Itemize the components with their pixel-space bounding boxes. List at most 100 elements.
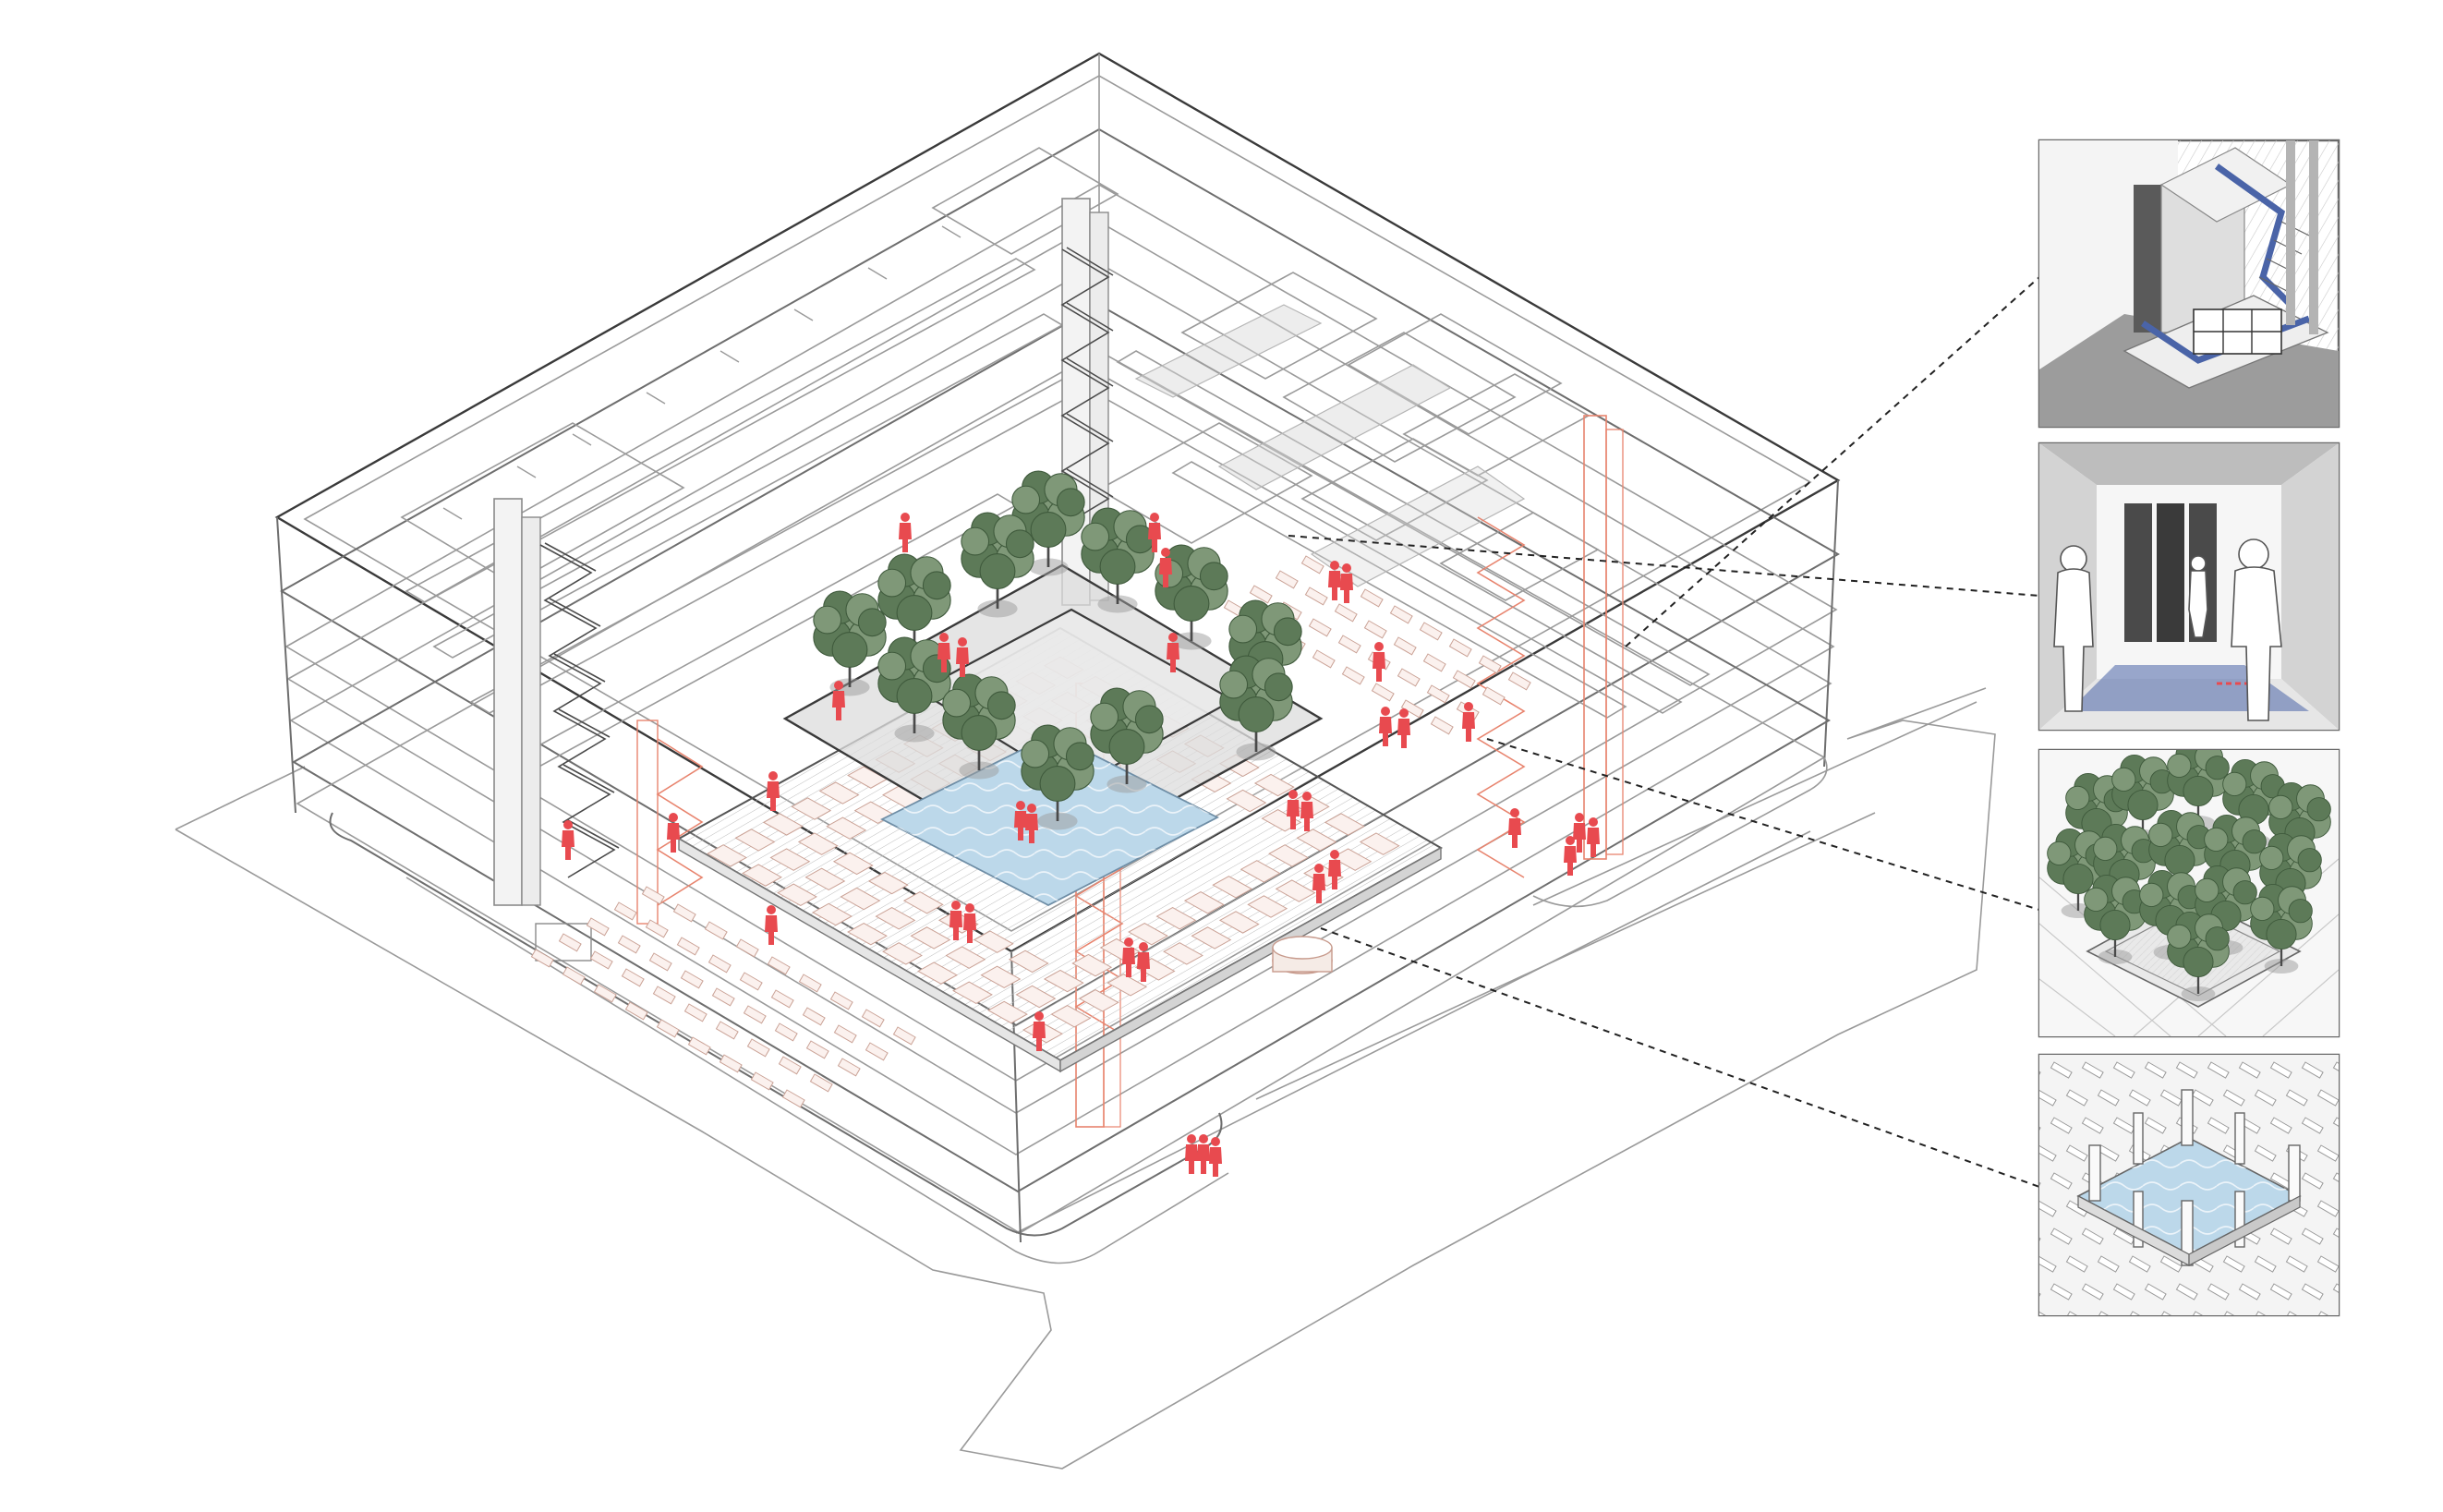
dining-table [708, 954, 732, 974]
dining-table [715, 1021, 739, 1040]
dining-table [1389, 605, 1413, 624]
dining-table [1249, 585, 1273, 604]
corridor-detail-panel [2038, 442, 2340, 732]
dining-table [1296, 829, 1337, 852]
dining-table [1212, 876, 1253, 899]
dining-table [1371, 683, 1395, 702]
dining-table [589, 950, 613, 970]
dining-table [804, 867, 846, 891]
person-silhouette-icon [1197, 1134, 1210, 1174]
dining-table [797, 832, 839, 855]
bench [2175, 1061, 2198, 1079]
person-silhouette-icon [1328, 561, 1341, 600]
bench [2144, 1283, 2167, 1300]
bench [2222, 1255, 2245, 1273]
person-silhouette-icon [1312, 864, 1325, 903]
dining-table [833, 1024, 857, 1044]
person-silhouette-icon [1508, 808, 1521, 848]
bench [2065, 1311, 2088, 1315]
bench [2039, 1061, 2041, 1079]
bench [2144, 1117, 2167, 1134]
person-silhouette-icon [1587, 817, 1600, 857]
dining-table [1304, 587, 1328, 606]
bench [2254, 1089, 2277, 1107]
dining-table [837, 1058, 861, 1077]
bench [2191, 1311, 2214, 1315]
dining-table [829, 991, 853, 1010]
bench [2222, 1311, 2245, 1315]
dining-table [902, 891, 944, 914]
dining-table [735, 938, 759, 958]
dining-table [1008, 950, 1049, 974]
bench [2128, 1089, 2151, 1107]
bench [2081, 1228, 2104, 1245]
dining-table [711, 987, 735, 1007]
bench [2332, 1117, 2339, 1134]
dining-table [818, 781, 860, 804]
person-silhouette-icon [1148, 513, 1161, 552]
dining-table [1419, 622, 1443, 641]
bench [2301, 1172, 2324, 1190]
bench [2191, 1089, 2214, 1107]
dining-table [1163, 942, 1203, 965]
bench [2381, 1145, 2402, 1161]
person-silhouette-icon [1397, 708, 1410, 748]
bench [2081, 1283, 2104, 1300]
dining-table [750, 1071, 774, 1091]
leader-lines [1288, 276, 2040, 1188]
dining-table [805, 1040, 829, 1059]
dining-table [652, 986, 676, 1005]
bench [2050, 1228, 2073, 1245]
person-silhouette-icon [1573, 813, 1586, 853]
dining-table [1400, 699, 1424, 719]
bench [2365, 1228, 2387, 1244]
person-silhouette-icon [1185, 1134, 1198, 1174]
dining-table [562, 966, 586, 986]
person-silhouette-icon [765, 905, 778, 945]
bench [2332, 1283, 2339, 1300]
dining-table [777, 883, 817, 907]
bench [2316, 1144, 2339, 1162]
bench [2039, 1144, 2057, 1162]
bench [2159, 1089, 2183, 1107]
bench [2144, 1061, 2167, 1079]
person-silhouette-icon [1014, 801, 1027, 841]
bench [2039, 1117, 2041, 1134]
bench [2301, 1117, 2324, 1134]
tree-icon [2167, 750, 2230, 831]
dining-table [1360, 588, 1384, 608]
dining-table [1128, 922, 1168, 946]
bench [2238, 1061, 2261, 1079]
people-figures [562, 513, 1600, 1177]
dining-table [1507, 671, 1531, 691]
bench [2238, 1283, 2261, 1300]
dining-table [593, 984, 617, 1003]
person-silhouette-icon [1564, 836, 1577, 876]
person-silhouette-icon [956, 637, 969, 677]
bench [2285, 1089, 2308, 1107]
dining-table [641, 886, 665, 905]
dining-table [1218, 911, 1260, 934]
dining-table [1422, 653, 1446, 672]
bench [2039, 1228, 2041, 1245]
bench [2207, 1283, 2230, 1300]
bench [2381, 1201, 2402, 1216]
dining-table [882, 942, 923, 965]
dining-table [875, 906, 916, 930]
bench [2332, 1172, 2339, 1190]
bench [2316, 1089, 2339, 1107]
dining-table [1397, 668, 1421, 687]
dining-table [1300, 555, 1324, 575]
bench [2097, 1089, 2120, 1107]
tree-icon [2250, 883, 2313, 974]
bench [2039, 1283, 2041, 1300]
dining-table [945, 946, 986, 969]
dining-table [980, 965, 1022, 989]
bench [2039, 1255, 2057, 1273]
tree-icon [2111, 754, 2174, 845]
tree-icon [877, 553, 951, 659]
bench [2207, 1117, 2230, 1134]
dining-table [1071, 953, 1113, 977]
tree-icon [813, 590, 887, 696]
